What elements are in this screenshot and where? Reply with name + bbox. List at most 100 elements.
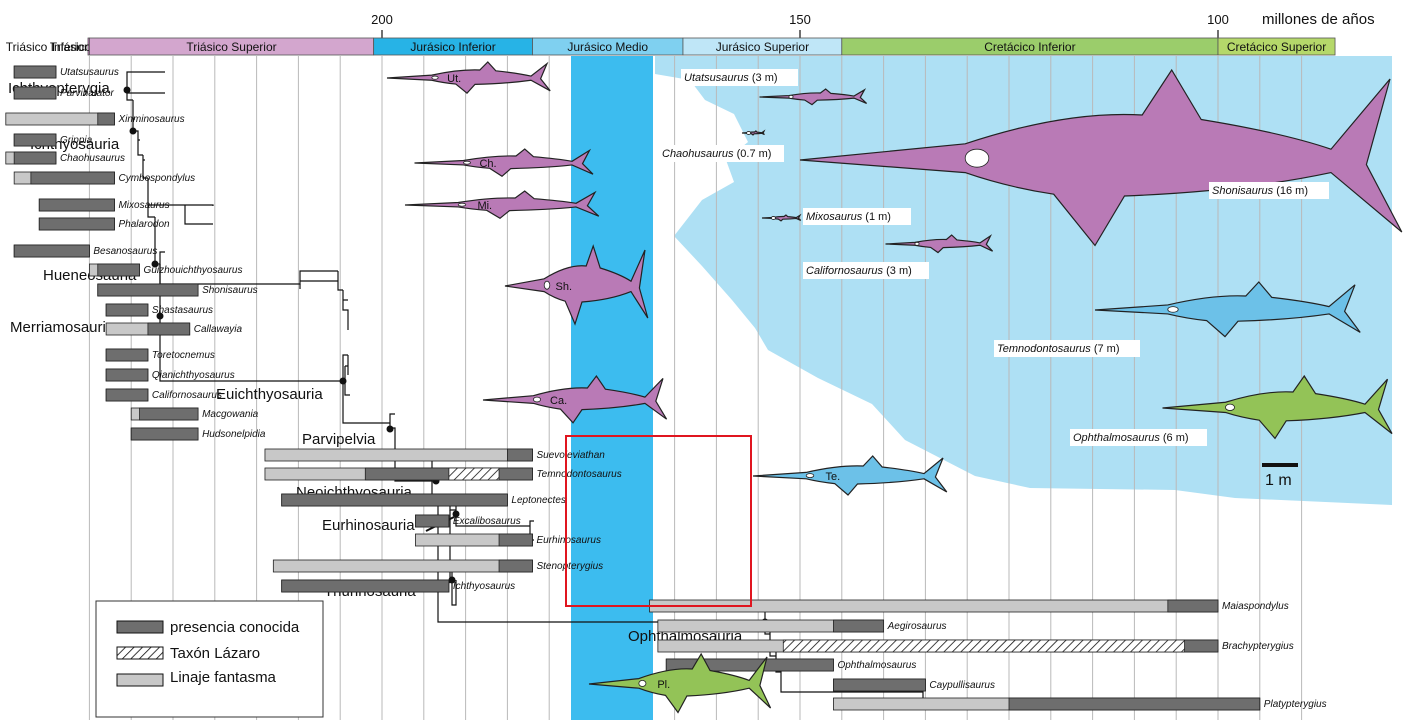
taxon-label: Mixosaurus xyxy=(118,200,169,211)
known-range-bar xyxy=(106,389,148,401)
clade-merriamosauria-label: Merriamosauria xyxy=(10,319,115,336)
size-value: (3 m) xyxy=(883,265,912,277)
taxon-label: Eurhinosaurus xyxy=(536,535,600,546)
time-axis: 250200150100 xyxy=(0,12,1229,38)
silhouette-label: Ch. xyxy=(479,158,496,170)
taxon-label: Parvinatator xyxy=(60,88,115,99)
taxon-label: Stenopterygius xyxy=(536,561,603,572)
ichthyosaur-silhouette xyxy=(415,149,594,176)
axis-tick-label: 150 xyxy=(789,12,811,27)
node-euichthyosauria xyxy=(340,378,347,385)
taxon-label: Phalarodon xyxy=(118,219,170,230)
size-taxon-name: Chaohusaurus xyxy=(662,148,734,160)
period-label: Cretácico Superior xyxy=(1227,40,1326,54)
silhouette-label: Mi. xyxy=(477,200,492,212)
sea-background xyxy=(655,56,1392,505)
known-range-bar xyxy=(14,152,56,164)
ichthyosaur-silhouette xyxy=(387,62,550,93)
node-ichthyopterygia xyxy=(124,87,131,94)
legend: presencia conocida Taxón Lázaro Linaje f… xyxy=(96,601,323,717)
silhouette-label: Ut. xyxy=(447,73,461,85)
known-range-bar xyxy=(14,134,56,146)
taxon-label: Shastasaurus xyxy=(152,305,213,316)
known-range-bar xyxy=(1168,600,1218,612)
known-range-bar xyxy=(98,284,198,296)
known-range-bar xyxy=(14,245,89,257)
known-range-bar xyxy=(140,408,199,420)
size-taxon-name: Ophthalmosaurus xyxy=(1073,432,1160,444)
size-comparison-label: Mixosaurus (1 m) xyxy=(806,211,891,223)
legend-lazarus-swatch xyxy=(117,647,163,659)
taxon-label: Ophthalmosaurus xyxy=(837,660,916,671)
known-range-bar xyxy=(282,494,508,506)
ichthyosaur-silhouette xyxy=(753,456,947,495)
size-taxon-name: Mixosaurus xyxy=(806,211,863,223)
known-range-bar xyxy=(415,515,448,527)
size-comparison-label: Shonisaurus (16 m) xyxy=(1212,185,1308,197)
size-value: (6 m) xyxy=(1160,432,1189,444)
taxon-label: Brachypterygius xyxy=(1222,641,1294,652)
size-comparison-label: Chaohusaurus (0.7 m) xyxy=(662,148,771,160)
size-comparison-label: Temnodontosaurus (7 m) xyxy=(997,343,1120,355)
legend-lazarus-label: Taxón Lázaro xyxy=(170,645,260,662)
taxon-label: Besanosaurus xyxy=(93,246,157,257)
taxon-label: Maiaspondylus xyxy=(1222,601,1289,612)
clade-eurhinosauria-label: Eurhinosauria xyxy=(322,517,415,534)
known-range-bar xyxy=(148,323,190,335)
size-value: (0.7 m) xyxy=(734,148,772,160)
size-taxon-name: Californosaurus xyxy=(806,265,884,277)
known-range-bar xyxy=(106,369,148,381)
legend-known-swatch xyxy=(117,621,163,633)
ichthyosaur-silhouette xyxy=(405,191,599,218)
period-label: Jurásico Superior xyxy=(716,40,809,54)
taxon-label: Chaohusaurus xyxy=(60,153,125,164)
taxon-label: Guizhouichthyosaurus xyxy=(144,265,243,276)
taxon-label: Xinminosaurus xyxy=(117,114,184,125)
taxon-label: Cymbospondylus xyxy=(118,173,195,184)
known-range-bar xyxy=(499,560,532,572)
known-range-bar xyxy=(39,199,114,211)
silhouette-label: Ca. xyxy=(550,395,567,407)
known-range-bar xyxy=(14,87,56,99)
lazarus-taxon-bar xyxy=(783,640,1184,652)
size-comparison-label: Californosaurus (3 m) xyxy=(806,265,912,277)
period-label: Jurásico Inferior xyxy=(410,40,495,54)
size-value: (1 m) xyxy=(862,211,891,223)
taxon-label: Leptonectes xyxy=(511,495,566,506)
size-taxon-name: Temnodontosaurus xyxy=(997,343,1091,355)
size-value: (7 m) xyxy=(1091,343,1120,355)
silhouette-label: Pl. xyxy=(657,679,670,691)
taxon-label: Suevoleviathan xyxy=(536,450,605,461)
axis-tick-label: 200 xyxy=(371,12,393,27)
taxon-label: Excalibosaurus xyxy=(453,516,521,527)
size-value: (3 m) xyxy=(749,72,778,84)
ghost-lineage-bar xyxy=(273,560,532,572)
taxon-label: Grippia xyxy=(60,135,93,146)
taxon-label: Hudsonelpidia xyxy=(202,429,266,440)
legend-ghost-label: Linaje fantasma xyxy=(170,669,277,686)
clade-parvipelvia-label: Parvipelvia xyxy=(302,431,376,448)
taxon-label: Shonisaurus xyxy=(202,285,258,296)
known-range-bar xyxy=(833,620,883,632)
scale-bar-label: 1 m xyxy=(1265,472,1292,489)
taxon-label: Utatsusaurus xyxy=(60,67,119,78)
size-taxon-name: Shonisaurus xyxy=(1212,185,1274,197)
taxon-label: Qianichthyosaurus xyxy=(152,370,235,381)
known-range-bar xyxy=(1009,698,1260,710)
taxon-label: Platypterygius xyxy=(1264,699,1327,710)
taxon-label: Temnodontosaurus xyxy=(536,469,621,480)
legend-ghost-swatch xyxy=(117,674,163,686)
known-range-bar xyxy=(14,66,56,78)
known-range-bar xyxy=(98,264,140,276)
taxon-label: Ichthyosaurus xyxy=(453,581,515,592)
silhouette-label: Te. xyxy=(825,471,840,483)
taxon-label: Caypullisaurus xyxy=(929,680,995,691)
size-comparison-label: Ophthalmosaurus (6 m) xyxy=(1073,432,1189,444)
legend-known-label: presencia conocida xyxy=(170,619,300,636)
ghost-lineage-bar xyxy=(265,449,533,461)
known-range-bar xyxy=(507,449,532,461)
known-range-bar xyxy=(131,428,198,440)
axis-unit-label: millones de años xyxy=(1262,11,1375,28)
period-label: Cretácico Inferior xyxy=(984,40,1075,54)
